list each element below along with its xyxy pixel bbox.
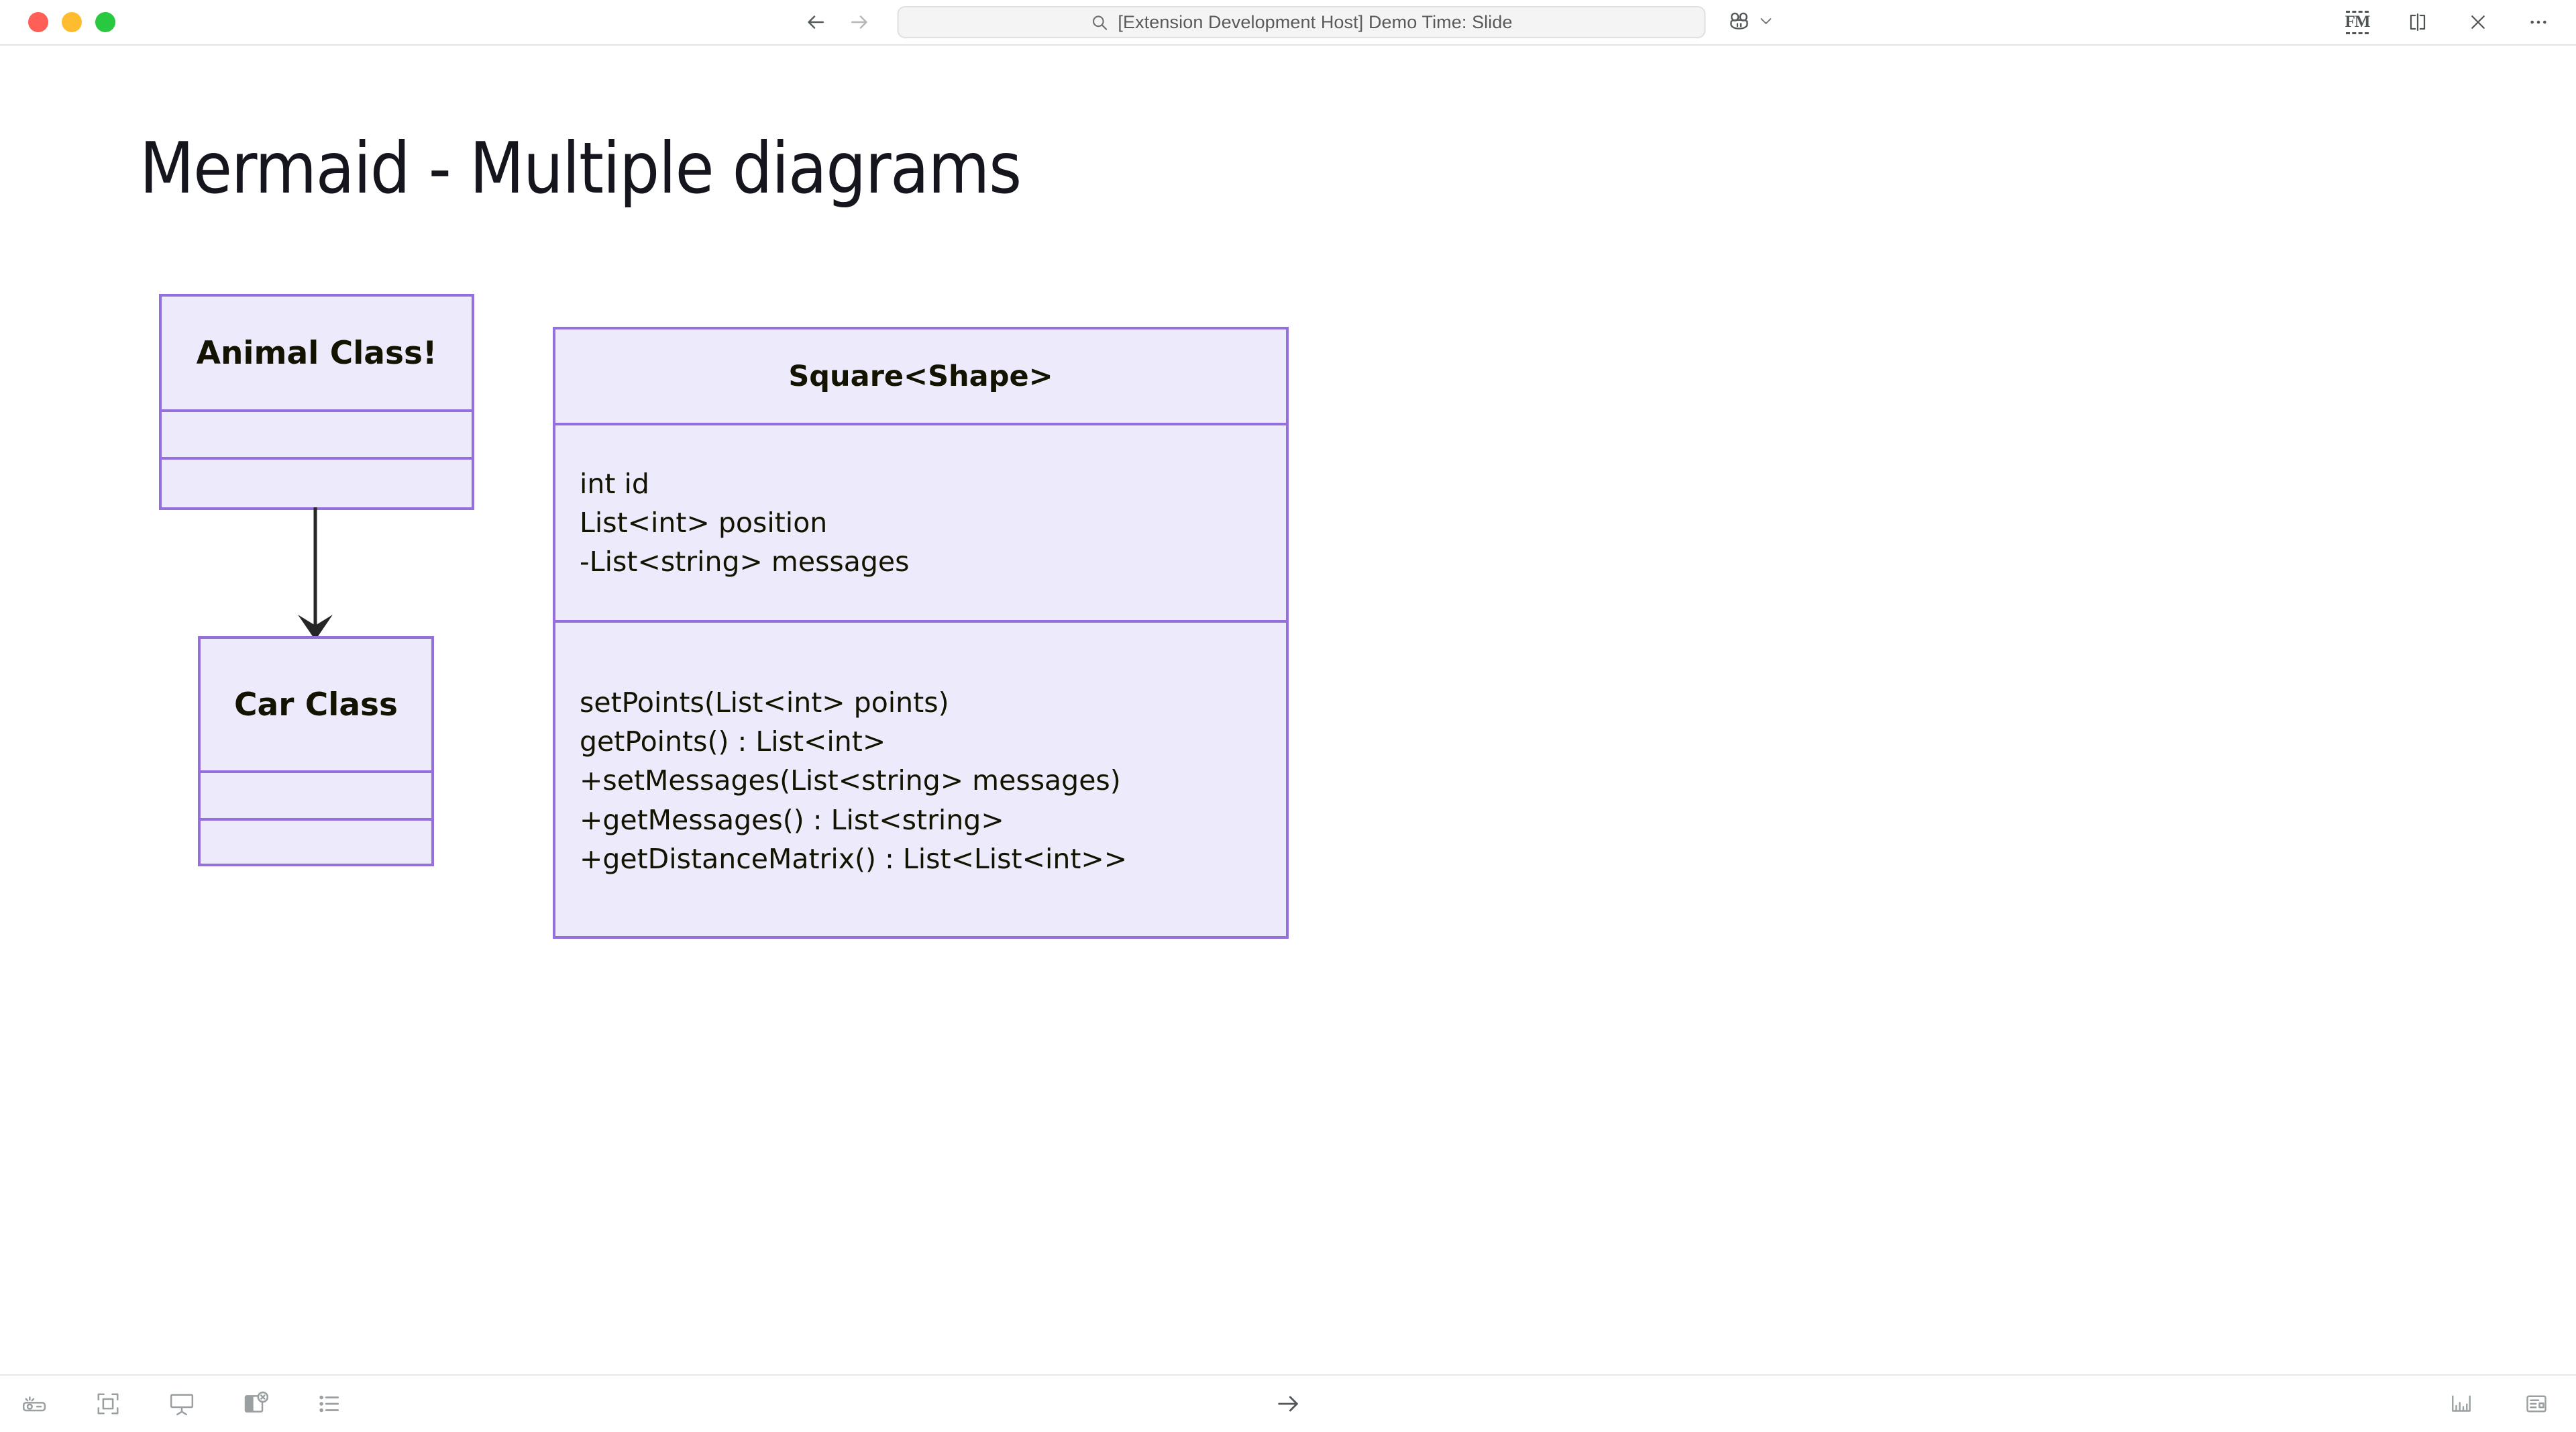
copilot-menu[interactable]: [1727, 9, 1774, 36]
uml-member-line: +getMessages() : List<string>: [580, 803, 1004, 836]
uml-member-line: +setMessages(List<string> messages): [580, 764, 1121, 797]
command-center-search[interactable]: [Extension Development Host] Demo Time: …: [897, 6, 1706, 38]
ellipsis-icon[interactable]: [2524, 7, 2553, 37]
uml-attributes-compartment: [201, 773, 431, 821]
uml-class-title: Animal Class!: [162, 297, 472, 412]
projector-icon[interactable]: [19, 1388, 50, 1419]
back-arrow-icon[interactable]: [802, 9, 829, 36]
window-minimize-button[interactable]: [62, 12, 82, 32]
histogram-icon[interactable]: [2446, 1388, 2477, 1419]
uml-class-title: Car Class: [201, 639, 431, 773]
panel-close-icon[interactable]: [240, 1388, 271, 1419]
status-bar-center: [1273, 1388, 1303, 1419]
arrow-right-icon[interactable]: [1273, 1388, 1303, 1419]
search-icon: [1090, 13, 1108, 32]
traffic-lights: [28, 12, 115, 32]
copilot-icon: [1727, 9, 1752, 36]
status-bar: [0, 1374, 2576, 1432]
close-icon[interactable]: [2463, 7, 2493, 37]
uml-class-animal[interactable]: Animal Class!: [159, 294, 474, 510]
uml-methods-compartment: [201, 821, 431, 869]
window-close-button[interactable]: [28, 12, 48, 32]
uml-class-title: Square<Shape>: [555, 329, 1286, 425]
layout-icon[interactable]: [2521, 1388, 2552, 1419]
status-bar-right: [2446, 1388, 2552, 1419]
fm-label: FM: [2345, 11, 2370, 34]
window-titlebar: [Extension Development Host] Demo Time: …: [0, 0, 2576, 46]
uml-member-line: List<int> position: [580, 506, 828, 539]
slide-title: Mermaid - Multiple diagrams: [140, 127, 1022, 209]
split-editor-icon[interactable]: [2403, 7, 2432, 37]
uml-member-line: -List<string> messages: [580, 546, 910, 578]
titlebar-center: [Extension Development Host] Demo Time: …: [802, 6, 1774, 38]
search-input-value: [Extension Development Host] Demo Time: …: [1118, 11, 1513, 32]
uml-methods-compartment: setPoints(List<int> points) getPoints() :…: [555, 623, 1286, 939]
list-icon[interactable]: [314, 1388, 345, 1419]
window-maximize-button[interactable]: [95, 12, 115, 32]
uml-class-car[interactable]: Car Class: [198, 636, 434, 866]
uml-member-line: setPoints(List<int> points): [580, 686, 949, 719]
uml-attributes-compartment: int id List<int> position -List<string> me…: [555, 425, 1286, 623]
chevron-down-icon: [1758, 13, 1774, 32]
fit-screen-icon[interactable]: [93, 1388, 123, 1419]
navigation-arrows: [802, 9, 873, 36]
uml-class-square[interactable]: Square<Shape> int id List<int> position -L…: [553, 327, 1289, 939]
inheritance-arrow: [298, 507, 333, 640]
uml-methods-compartment: [162, 460, 472, 507]
forward-arrow-icon[interactable]: [847, 9, 873, 36]
titlebar-actions: FM: [2343, 7, 2553, 37]
slide-canvas: Mermaid - Multiple diagrams Animal Class…: [0, 47, 2576, 1374]
uml-member-line: getPoints() : List<int>: [580, 725, 886, 758]
status-bar-left: [19, 1388, 345, 1419]
uml-attributes-compartment: [162, 412, 472, 460]
uml-member-line: +getDistanceMatrix() : List<List<int>>: [580, 842, 1128, 875]
format-markdown-icon[interactable]: FM: [2343, 7, 2372, 37]
presentation-screen-icon[interactable]: [166, 1388, 197, 1419]
uml-member-line: int id: [580, 467, 649, 500]
